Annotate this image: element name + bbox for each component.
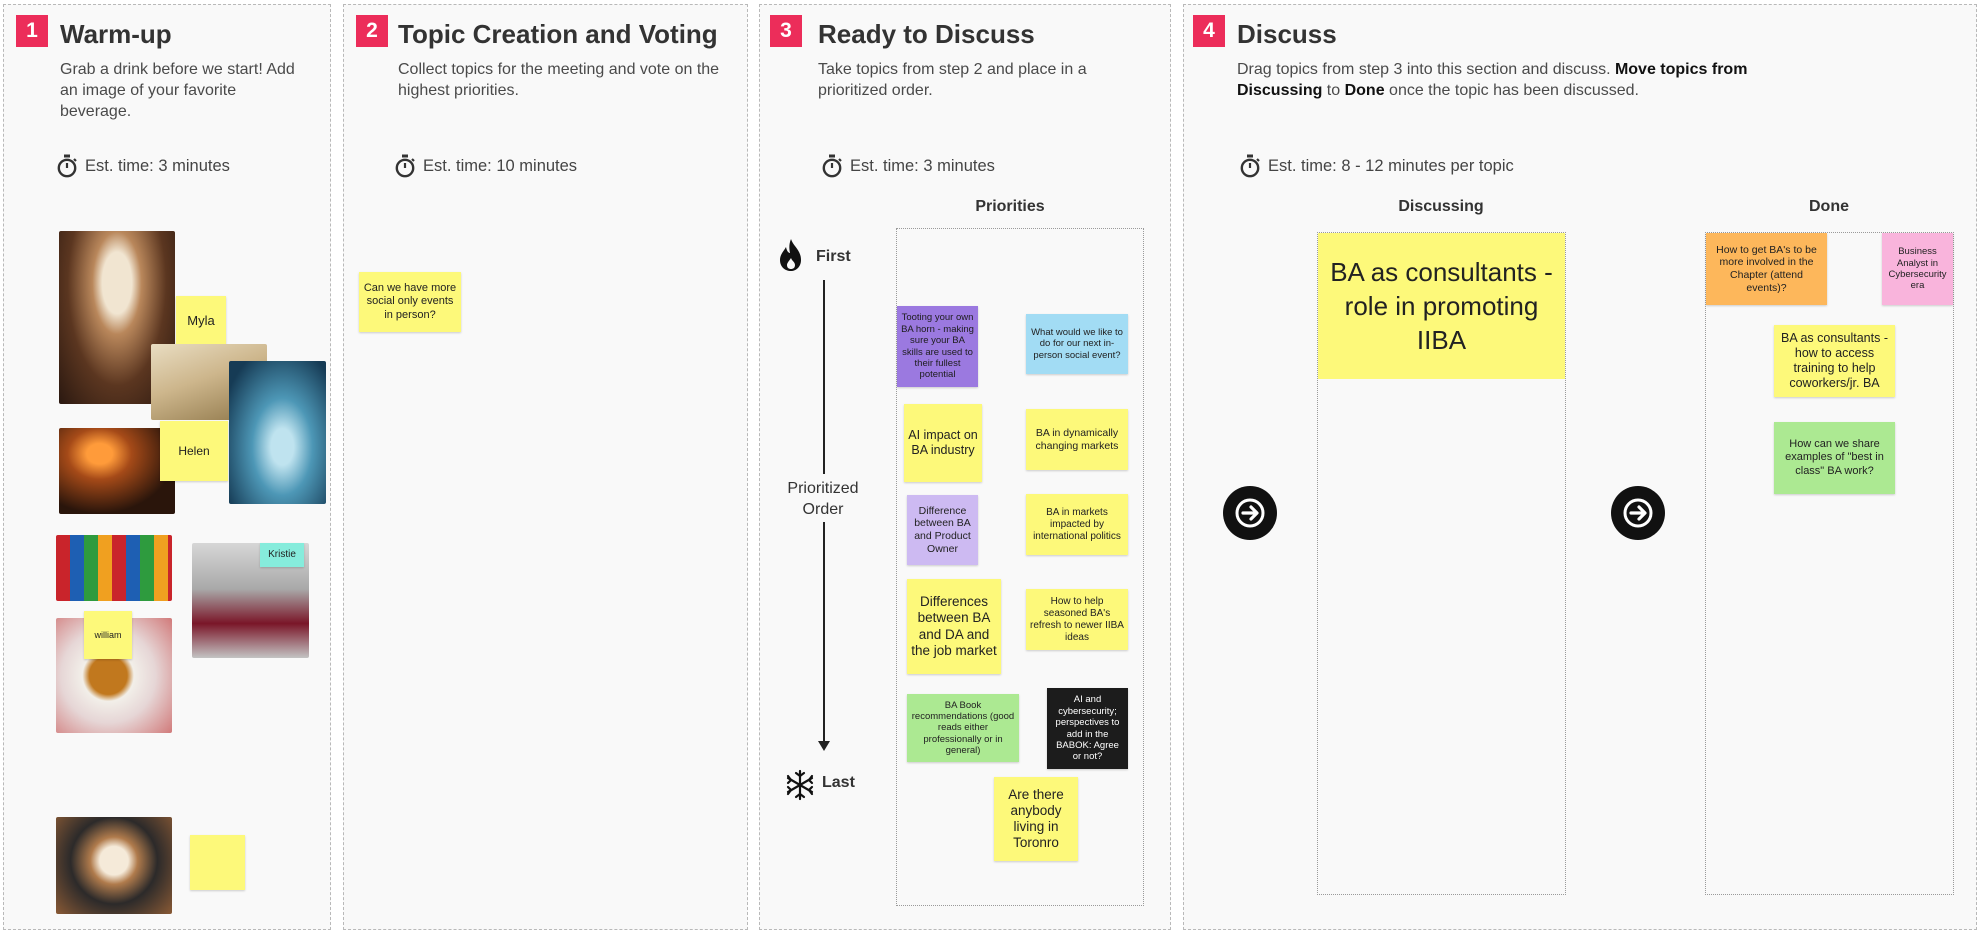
priority-axis-line-bottom	[823, 522, 825, 744]
section-topic-creation: 2 Topic Creation and Voting Collect topi…	[343, 4, 748, 930]
sticky-note-text: BA in dynamically changing markets	[1035, 426, 1119, 452]
step-number-badge: 4	[1193, 15, 1225, 47]
prioritized-order-label: Prioritized Order	[787, 480, 859, 518]
section-description: Collect topics for the meeting and vote …	[398, 61, 720, 99]
topic-note[interactable]: Difference between BA and Product Owner	[907, 495, 978, 565]
arrow-down-icon	[818, 741, 830, 751]
coffee-fireplace-photo[interactable]	[59, 428, 175, 514]
fire-icon	[780, 239, 801, 271]
section-title: Ready to Discuss	[818, 19, 1035, 49]
sticky-note-text: BA in markets impacted by international …	[1033, 506, 1121, 542]
estimated-time-text: Est. time: 3 minutes	[850, 156, 995, 175]
estimated-time-text: Est. time: 3 minutes	[85, 156, 230, 175]
done-topic-note[interactable]: How to get BA's to be more involved in t…	[1706, 233, 1827, 305]
priorities-header: Priorities	[975, 198, 1045, 215]
topic-note[interactable]: BA Book recommendations (good reads eith…	[907, 694, 1019, 762]
section-discuss: 4 Discuss Drag topics from step 3 into t…	[1183, 4, 1977, 930]
section-description: Take topics from step 2 and place in a p…	[818, 61, 1087, 99]
section-title: Warm-up	[60, 19, 172, 49]
done-column	[1705, 232, 1954, 895]
stopwatch-icon	[57, 154, 77, 178]
priority-axis-line-top	[823, 280, 825, 474]
sticky-note-myla[interactable]: Myla	[176, 296, 226, 346]
section-description: Grab a drink before we start! Add an ima…	[60, 61, 295, 120]
sticky-note-text: Myla	[187, 313, 215, 329]
topic-note[interactable]: BA in dynamically changing markets	[1026, 409, 1128, 470]
sticky-note-text: How to help seasoned BA's refresh to new…	[1030, 595, 1124, 643]
sticky-note-text: Can we have more social only events in p…	[363, 282, 457, 321]
sticky-note-text: Helen	[178, 443, 210, 458]
snowflake-icon	[786, 769, 814, 801]
arrow-right-circle-icon	[1223, 486, 1277, 540]
topic-note[interactable]: What would we like to do for our next in…	[1026, 314, 1128, 374]
sticky-note-text: william	[94, 629, 122, 640]
sticky-note-text: Differences between BA and DA and the jo…	[911, 594, 997, 658]
topic-note[interactable]: Differences between BA and DA and the jo…	[907, 579, 1001, 674]
discussing-column	[1317, 232, 1566, 895]
sticky-note-text: What would we like to do for our next in…	[1031, 326, 1123, 361]
sticky-note-text: Business Analyst in Cybersecurity era	[1888, 246, 1947, 292]
estimated-time-text: Est. time: 8 - 12 minutes per topic	[1268, 156, 1514, 175]
step-number-badge: 2	[356, 15, 388, 47]
stopwatch-icon	[1240, 154, 1260, 178]
estimated-time: Est. time: 8 - 12 minutes per topic	[1239, 154, 1514, 178]
estimated-time-text: Est. time: 10 minutes	[423, 156, 578, 175]
priorities-column	[896, 228, 1144, 906]
topic-note-social-events[interactable]: Can we have more social only events in p…	[359, 272, 461, 332]
topic-note[interactable]: Tooting your own BA horn - making sure y…	[897, 306, 978, 387]
topic-note[interactable]: AI impact on BA industry	[904, 404, 982, 482]
water-glass-photo[interactable]	[229, 361, 326, 504]
estimated-time: Est. time: 3 minutes	[56, 154, 230, 178]
sticky-note-text: AI and cybersecurity; perspectives to ad…	[1055, 694, 1120, 763]
sticky-note-helen[interactable]: Helen	[160, 421, 228, 481]
sticky-note-text: BA as consultants - role in promoting II…	[1330, 257, 1553, 355]
section-description: Drag topics from step 3 into this sectio…	[1237, 61, 1748, 99]
arrow-right-circle-icon	[1611, 486, 1665, 540]
done-header: Done	[1809, 198, 1849, 215]
sticky-note-text: Are there anybody living in Toronro	[1008, 786, 1064, 851]
done-topic-note[interactable]: BA as consultants - how to access traini…	[1774, 325, 1895, 397]
sticky-note-kristie[interactable]: Kristie	[260, 543, 304, 567]
first-label: First	[816, 248, 851, 265]
discussing-header: Discussing	[1398, 198, 1484, 215]
empty-sticky-note[interactable]	[190, 835, 245, 890]
section-title: Discuss	[1237, 19, 1337, 49]
step-number-badge: 1	[16, 15, 48, 47]
topic-note[interactable]: BA in markets impacted by international …	[1026, 494, 1128, 555]
cappuccino-photo[interactable]	[56, 817, 172, 914]
topic-note[interactable]: AI and cybersecurity; perspectives to ad…	[1047, 688, 1128, 769]
topic-note[interactable]: How to help seasoned BA's refresh to new…	[1026, 589, 1128, 650]
last-label: Last	[822, 774, 855, 791]
done-topic-note[interactable]: How can we share examples of "best in cl…	[1774, 422, 1895, 494]
sticky-note-text: Tooting your own BA horn - making sure y…	[901, 312, 974, 381]
sticky-note-william[interactable]: william	[84, 611, 132, 659]
sticky-note-text: How to get BA's to be more involved in t…	[1716, 243, 1817, 294]
sticky-note-text: BA Book recommendations (good reads eith…	[911, 699, 1015, 757]
sticky-note-text: Kristie	[268, 549, 296, 560]
soda-bottles-photo[interactable]	[56, 535, 172, 601]
sticky-note-text: How can we share examples of "best in cl…	[1785, 438, 1884, 477]
stopwatch-icon	[395, 154, 415, 178]
step-number-badge: 3	[770, 15, 802, 47]
sticky-note-text: BA as consultants - how to access traini…	[1780, 331, 1888, 390]
discussing-topic-note[interactable]: BA as consultants - role in promoting II…	[1318, 233, 1565, 379]
section-title: Topic Creation and Voting	[398, 19, 718, 49]
sticky-note-text: Difference between BA and Product Owner	[914, 504, 971, 555]
topic-note[interactable]: Are there anybody living in Toronro	[994, 777, 1078, 861]
done-topic-note[interactable]: Business Analyst in Cybersecurity era	[1882, 233, 1953, 305]
stopwatch-icon	[822, 154, 842, 178]
estimated-time: Est. time: 10 minutes	[394, 154, 577, 178]
estimated-time: Est. time: 3 minutes	[821, 154, 995, 178]
sticky-note-text: AI impact on BA industry	[908, 428, 978, 457]
